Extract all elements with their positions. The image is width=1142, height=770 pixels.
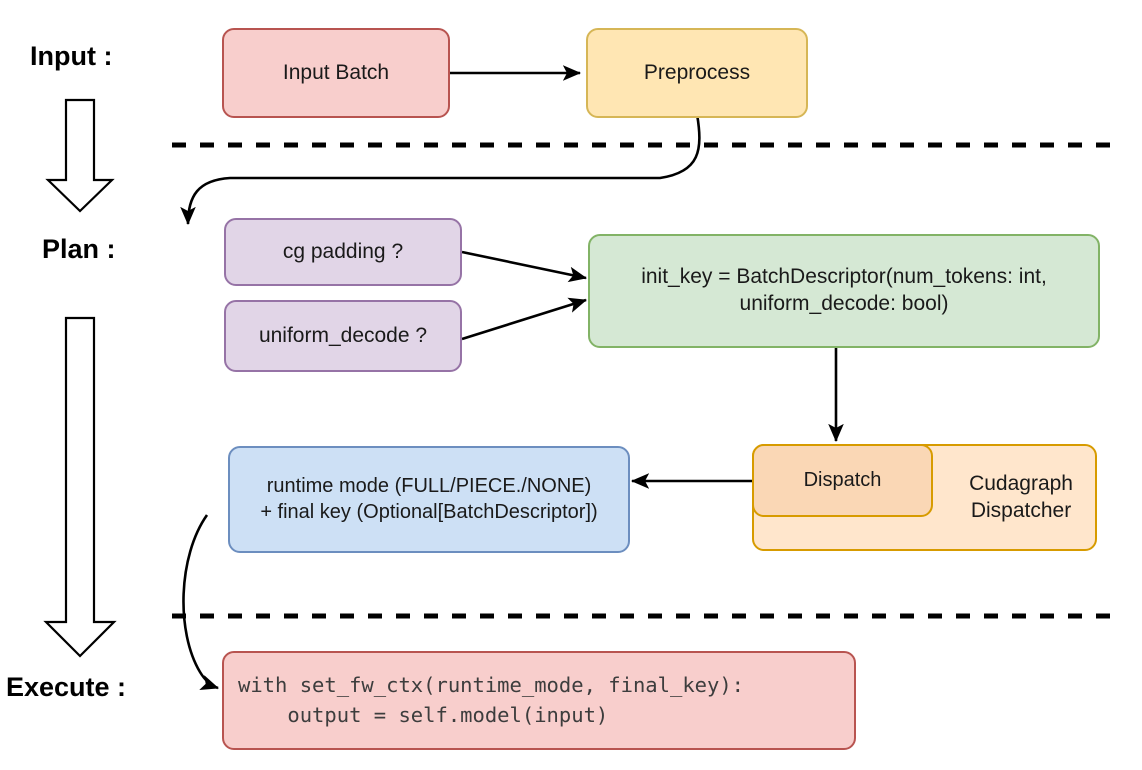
node-init-key-line2: uniform_decode: bool) [739, 292, 949, 315]
node-cg-padding[interactable]: cg padding ? [224, 218, 462, 286]
node-preprocess[interactable]: Preprocess [586, 28, 808, 118]
node-runtime-mode-line2: + final key (Optional[BatchDescriptor]) [260, 500, 598, 523]
node-init-key-line1: init_key = BatchDescriptor(num_tokens: i… [641, 265, 1047, 289]
node-cudagraph-dispatcher-line2: Dispatcher [970, 498, 1072, 522]
stage-label-plan: Plan : [42, 234, 116, 264]
node-dispatch[interactable]: Dispatch [752, 444, 933, 517]
node-init-key[interactable]: init_key = BatchDescriptor(num_tokens: i… [588, 234, 1100, 348]
stage-label-execute: Execute : [6, 672, 127, 702]
node-execute-code-line2: output = self.model(input) [238, 702, 609, 727]
node-execute-code[interactable]: with set_fw_ctx(runtime_mode, final_key)… [222, 651, 856, 750]
node-uniform-decode[interactable]: uniform_decode ? [224, 300, 462, 372]
node-uniform-decode-label: uniform_decode ? [258, 323, 428, 347]
preprocess-to-cg-padding-edge [180, 113, 701, 226]
node-cudagraph-dispatcher-line1: Cudagraph [969, 471, 1073, 495]
node-dispatch-label: Dispatch [803, 468, 882, 491]
uniform-decode-to-init-key-edge [461, 297, 587, 341]
stage-label-input: Input : [30, 41, 113, 71]
runtime-mode-to-execute-code-edge [182, 514, 219, 690]
node-input-batch-label: Input Batch [282, 60, 390, 84]
node-execute-code-line1: with set_fw_ctx(runtime_mode, final_key)… [238, 672, 745, 697]
cg-padding-to-init-key-edge [461, 250, 588, 283]
node-runtime-mode[interactable]: runtime mode (FULL/PIECE./NONE) + final … [228, 446, 630, 553]
plan-to-execute-arrow [43, 316, 117, 658]
node-cg-padding-label: cg padding ? [282, 239, 404, 263]
input-to-plan-arrow [45, 98, 115, 213]
node-runtime-mode-line1: runtime mode (FULL/PIECE./NONE) [266, 474, 592, 497]
node-input-batch[interactable]: Input Batch [222, 28, 450, 118]
node-preprocess-label: Preprocess [643, 60, 751, 84]
